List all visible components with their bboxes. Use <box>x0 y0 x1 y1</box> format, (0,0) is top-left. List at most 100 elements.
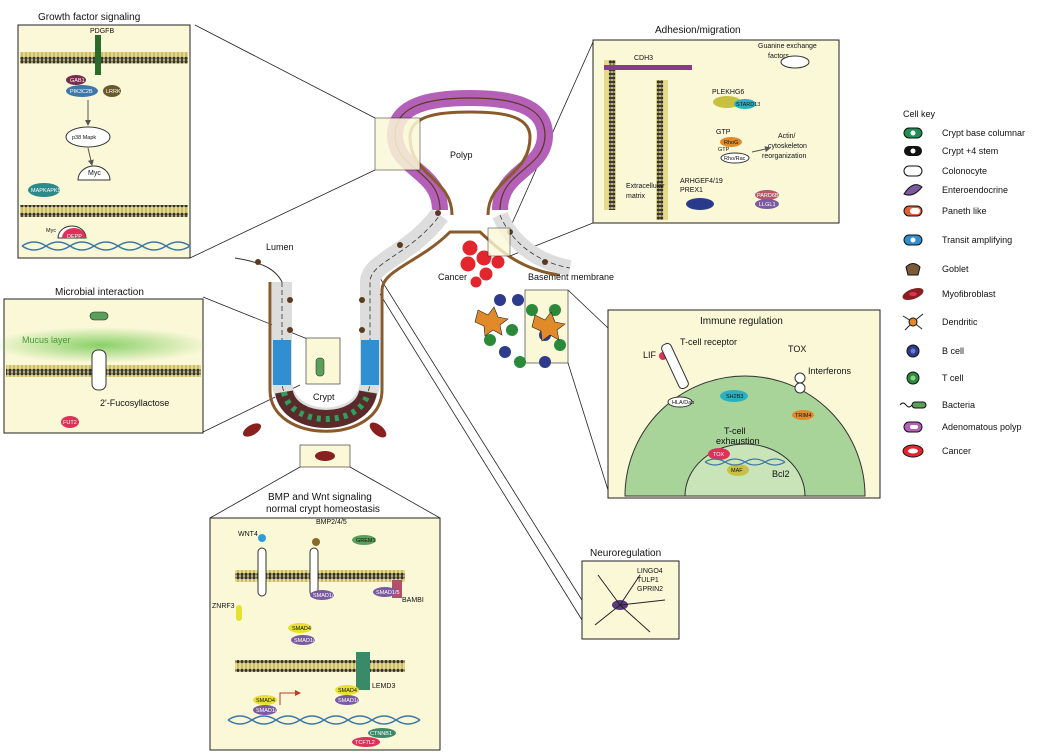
cell-key-item: Adenomatous polyp <box>903 421 1022 433</box>
myofibroblast-shape <box>369 422 387 438</box>
microbial-panel-title: Microbial interaction <box>55 287 144 298</box>
svg-text:SMAD1/5: SMAD1/5 <box>294 638 318 644</box>
bmp-panel-title-1: BMP and Wnt signaling <box>268 492 372 503</box>
neuroregulation-panel: Neuroregulation LINGO4 TULP1 GPRIN2 <box>581 548 680 640</box>
svg-text:Rho/Rac: Rho/Rac <box>724 156 746 162</box>
svg-text:Actin/: Actin/ <box>778 133 796 140</box>
cell-key-item: B cell <box>906 344 964 358</box>
crypt-label: Crypt <box>313 392 335 402</box>
svg-text:Bcl2: Bcl2 <box>772 469 790 479</box>
svg-text:SMAD1/5: SMAD1/5 <box>256 708 280 714</box>
colonocyte-icon <box>903 165 923 177</box>
cell-key-label: Adenomatous polyp <box>942 422 1022 432</box>
svg-text:PDGFB: PDGFB <box>90 28 114 35</box>
svg-text:Guanine exchange: Guanine exchange <box>758 43 817 50</box>
t-cell-icon <box>906 371 920 385</box>
svg-text:LINGO4: LINGO4 <box>637 568 663 575</box>
polyp-inset-box <box>374 117 421 171</box>
central-epithelium: Polyp Lumen Crypt <box>234 89 614 468</box>
svg-text:TCF7L2: TCF7L2 <box>355 740 375 746</box>
cell-key-item: Enteroendocrine <box>903 184 1008 196</box>
immune-regulation-panel: Immune regulation T-cell receptor TOX LI… <box>607 309 881 499</box>
svg-text:RhoG: RhoG <box>724 140 738 146</box>
svg-text:Interferons: Interferons <box>808 366 852 376</box>
svg-text:CDH3: CDH3 <box>634 55 653 62</box>
crypt-stem-icon <box>904 146 922 156</box>
svg-text:CTNNB1: CTNNB1 <box>370 731 392 737</box>
svg-text:BAMBI: BAMBI <box>402 597 424 604</box>
svg-text:TOX: TOX <box>713 452 725 458</box>
svg-text:TULP1: TULP1 <box>637 577 659 584</box>
svg-text:PIK3C2B: PIK3C2B <box>70 89 93 95</box>
cell-key-label: B cell <box>942 346 964 356</box>
cell-key-label: Bacteria <box>942 400 975 410</box>
cell-key-title: Cell key <box>903 109 936 119</box>
svg-text:exhaustion: exhaustion <box>716 436 760 446</box>
cell-key-label: Enteroendocrine <box>942 185 1008 195</box>
svg-text:LIF: LIF <box>643 350 657 360</box>
svg-text:SMAD4: SMAD4 <box>292 626 311 632</box>
svg-text:BMP2/4/5: BMP2/4/5 <box>316 519 347 526</box>
cell-key-label: T cell <box>942 373 963 383</box>
transit-amplifying-icon <box>903 234 923 246</box>
connector-lines <box>189 24 609 621</box>
myofibroblast-icon <box>902 287 924 301</box>
svg-text:factors: factors <box>768 53 790 60</box>
microbial-panel: Microbial interaction Mucus layer 2'-Fuc… <box>0 287 210 434</box>
svg-text:DEPP: DEPP <box>67 234 82 240</box>
cell-key-item: Transit amplifying <box>903 234 1012 246</box>
goblet-icon <box>905 263 921 276</box>
svg-text:PLEKHG6: PLEKHG6 <box>712 89 744 96</box>
svg-text:TOX: TOX <box>788 344 806 354</box>
mucus-layer-label: Mucus layer <box>22 335 71 345</box>
b-cell-icon <box>906 344 920 358</box>
svg-text:LLGL1: LLGL1 <box>759 202 776 208</box>
cell-key-label: Paneth like <box>942 206 987 216</box>
svg-text:SH2B3: SH2B3 <box>726 394 743 400</box>
svg-text:T-cell: T-cell <box>724 426 746 436</box>
cancer-icon <box>902 444 924 458</box>
cell-key-item: Crypt base columnar <box>903 127 1025 139</box>
cell-key-label: Colonocyte <box>942 166 987 176</box>
lumen-label: Lumen <box>266 242 294 252</box>
svg-text:SMAD4: SMAD4 <box>256 698 275 704</box>
svg-text:p38 Mapk: p38 Mapk <box>72 135 96 141</box>
svg-text:LEMD3: LEMD3 <box>372 683 395 690</box>
svg-text:SMAD1/5: SMAD1/5 <box>338 698 362 704</box>
growth-panel-title: Growth factor signaling <box>38 12 140 23</box>
polyp-label: Polyp <box>450 150 473 160</box>
svg-text:matrix: matrix <box>626 193 646 200</box>
cell-key-label: Myofibroblast <box>942 289 996 299</box>
cell-key-item: Bacteria <box>899 400 975 410</box>
svg-text:T-cell receptor: T-cell receptor <box>680 337 737 347</box>
svg-text:SMAD1/5: SMAD1/5 <box>376 590 400 596</box>
cell-key-item: Dendritic <box>902 313 978 331</box>
svg-text:GTP: GTP <box>718 147 730 153</box>
svg-text:FUT2: FUT2 <box>63 420 77 426</box>
svg-text:Myc: Myc <box>46 228 56 234</box>
cell-key-item: Myofibroblast <box>902 287 996 301</box>
svg-text:GPRIN2: GPRIN2 <box>637 586 663 593</box>
crypt-base-columnar-icon <box>903 127 923 139</box>
svg-text:ARHGEF4/19: ARHGEF4/19 <box>680 178 723 185</box>
svg-text:Myc: Myc <box>88 170 101 177</box>
svg-text:HLA/Dab: HLA/Dab <box>672 400 694 406</box>
bacteria-icon <box>899 401 927 409</box>
cell-key-label: Cancer <box>942 446 971 456</box>
svg-text:PREX1: PREX1 <box>680 187 703 194</box>
cell-key-label: Transit amplifying <box>942 235 1012 245</box>
svg-text:WNT4: WNT4 <box>238 531 258 538</box>
svg-text:MAPKAPK5: MAPKAPK5 <box>31 188 61 194</box>
enteroendocrine-icon <box>903 184 923 196</box>
cell-key-label: Goblet <box>942 264 969 274</box>
svg-text:MAF: MAF <box>731 468 743 474</box>
adhesion-migration-panel: Adhesion/migration CDH3 PLEKHG6 Guanine … <box>592 25 840 224</box>
adenomatous-polyp-icon <box>903 421 923 433</box>
cell-key-item: Crypt +4 stem <box>904 146 998 156</box>
cell-key-label: Crypt +4 stem <box>942 146 998 156</box>
neuro-panel-title: Neuroregulation <box>590 548 661 559</box>
svg-text:GREM1: GREM1 <box>356 538 376 544</box>
cell-key-item: Colonocyte <box>903 165 987 177</box>
